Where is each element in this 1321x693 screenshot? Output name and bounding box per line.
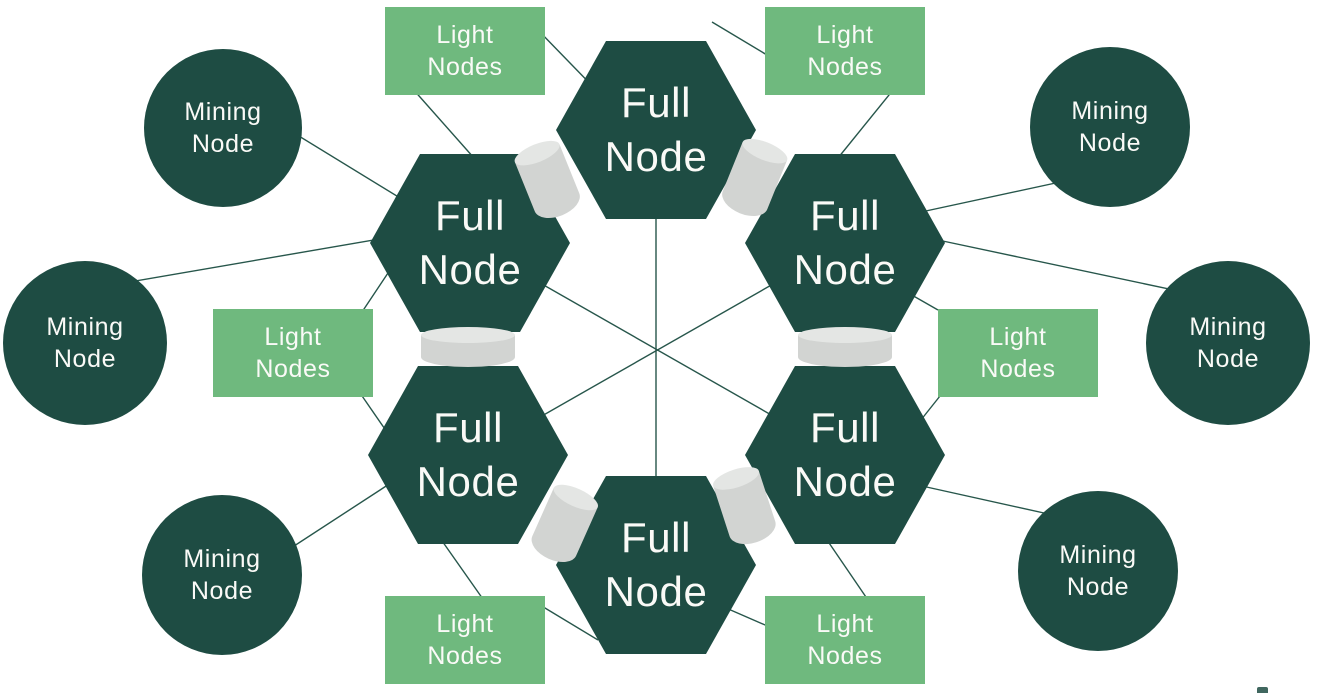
light-nodes-box-mid-right-label: Light Nodes xyxy=(980,323,1056,383)
mining-node-circle-right-label: Mining Node xyxy=(1189,313,1267,373)
connection-line xyxy=(439,537,486,603)
full-node-hexagon-upper-left-label: Full Node xyxy=(418,192,522,293)
mining-node-circle-top-left-label: Mining Node xyxy=(184,98,262,158)
cylinder-cap xyxy=(798,327,892,343)
mining-node-circle-top-right: Mining Node xyxy=(1030,47,1190,207)
light-nodes-box-bottom-right-label: Light Nodes xyxy=(807,610,883,670)
connection-line xyxy=(921,485,1063,518)
full-node-hexagon-lower-right-label: Full Node xyxy=(793,404,897,505)
mining-node-circle-bottom-right-label: Mining Node xyxy=(1059,541,1137,601)
light-nodes-box-bottom-right: Light Nodes xyxy=(765,596,925,684)
light-nodes-box-mid-left: Light Nodes xyxy=(213,309,373,397)
light-nodes-box-top-left: Light Nodes xyxy=(385,7,545,95)
mining-node-circle-right: Mining Node xyxy=(1146,261,1310,425)
light-nodes-box-mid-left-label: Light Nodes xyxy=(255,323,331,383)
full-node-hexagon-bottom-label: Full Node xyxy=(604,514,708,615)
light-nodes-box-mid-right: Light Nodes xyxy=(938,309,1098,397)
light-nodes-box-top-right-label: Light Nodes xyxy=(807,21,883,81)
connection-line xyxy=(824,536,869,601)
full-node-hexagon-lower-left-label: Full Node xyxy=(416,404,520,505)
cylinder-mid-left-connector xyxy=(421,327,515,367)
connection-line xyxy=(725,607,773,629)
mining-node-circle-top-left: Mining Node xyxy=(144,49,302,207)
connection-line xyxy=(937,239,1203,297)
full-node-hexagon-top-label: Full Node xyxy=(604,79,708,180)
cylinder-cap xyxy=(421,327,515,343)
connection-line xyxy=(711,21,773,59)
mining-node-circle-bottom-left-label: Mining Node xyxy=(183,545,261,605)
mining-node-circle-bottom-right: Mining Node xyxy=(1018,491,1178,651)
cropped-watermark-artifact xyxy=(1257,687,1268,693)
light-nodes-box-bottom-left-label: Light Nodes xyxy=(427,610,503,670)
connection-line xyxy=(117,231,421,285)
full-node-hexagon-upper-right-label: Full Node xyxy=(793,192,897,293)
mining-node-circle-left-label: Mining Node xyxy=(46,313,124,373)
mining-node-circle-bottom-left: Mining Node xyxy=(142,495,302,655)
light-nodes-box-top-right: Light Nodes xyxy=(765,7,925,95)
cylinder-mid-right-connector xyxy=(798,327,892,367)
connection-line xyxy=(539,604,599,641)
connection-line xyxy=(411,87,475,159)
connection-line xyxy=(837,89,894,159)
mining-node-circle-top-right-label: Mining Node xyxy=(1071,97,1149,157)
light-nodes-box-top-left-label: Light Nodes xyxy=(427,21,503,81)
mining-node-circle-left: Mining Node xyxy=(3,261,167,425)
light-nodes-box-bottom-left: Light Nodes xyxy=(385,596,545,684)
